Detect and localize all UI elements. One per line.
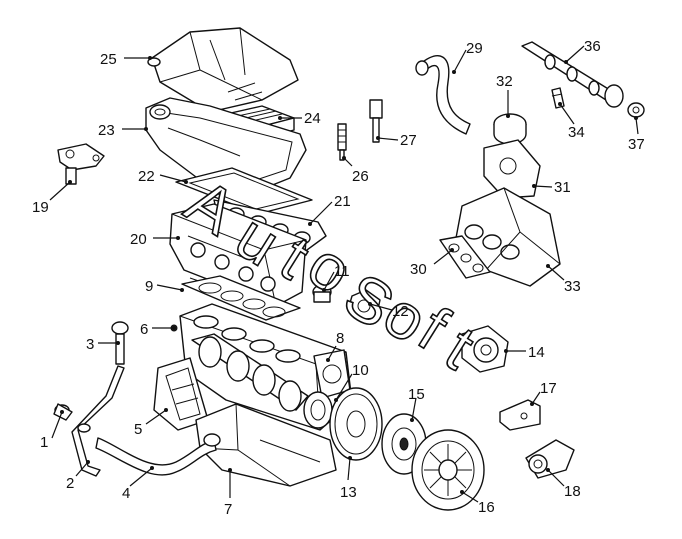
callout-26: 26	[352, 168, 369, 185]
part-cylinder-head[interactable]	[169, 203, 307, 307]
callout-16: 16	[478, 499, 495, 516]
part-side-cover[interactable]	[153, 357, 209, 431]
callout-9: 9	[145, 278, 153, 295]
callout-12: 12	[392, 303, 409, 320]
callout-14: 14	[528, 344, 545, 361]
part-spark-plug[interactable]	[337, 123, 347, 161]
part-oil-sump[interactable]	[195, 403, 337, 487]
part-head-gasket[interactable]	[181, 275, 301, 321]
part-flywheel[interactable]	[329, 387, 383, 461]
callout-20: 20	[130, 231, 147, 248]
callout-13: 13	[340, 484, 357, 501]
callout-6: 6	[140, 321, 148, 338]
part-air-filter-housing[interactable]	[145, 97, 307, 191]
part-outlet-housing[interactable]	[483, 139, 541, 199]
part-oil-pipe[interactable]	[95, 433, 221, 476]
leader-lines	[49, 45, 639, 503]
callout-25: 25	[100, 51, 117, 68]
callout-24: 24	[304, 110, 321, 127]
callout-36: 36	[584, 38, 601, 55]
callout-34: 34	[568, 124, 585, 141]
callout-15: 15	[408, 386, 425, 403]
callout-3: 3	[86, 336, 94, 353]
part-water-pump[interactable]	[461, 325, 509, 373]
callout-30: 30	[410, 261, 427, 278]
part-temp-sensor[interactable]	[369, 99, 383, 143]
part-side-mount[interactable]	[57, 143, 105, 185]
callout-22: 22	[138, 168, 155, 185]
callout-7: 7	[224, 501, 232, 518]
part-crankshaft[interactable]	[191, 333, 309, 412]
part-manifold-gasket[interactable]	[439, 235, 491, 279]
callout-33: 33	[564, 278, 581, 295]
callout-17: 17	[540, 380, 557, 397]
callout-19: 19	[32, 199, 49, 216]
callout-23: 23	[98, 122, 115, 139]
callout-27: 27	[400, 132, 417, 149]
part-fuel-rail[interactable]	[521, 41, 624, 108]
part-crank-sensor[interactable]	[312, 284, 332, 303]
part-engine-cover[interactable]	[147, 27, 299, 113]
part-pressure-regulator[interactable]	[627, 102, 645, 118]
part-coolant-hose[interactable]	[415, 55, 471, 135]
callout-10: 10	[352, 362, 369, 379]
callout-37: 37	[628, 136, 645, 153]
callout-29: 29	[466, 40, 483, 57]
part-thermostat-cap[interactable]	[493, 113, 527, 145]
callout-4: 4	[122, 485, 130, 502]
part-mount-bracket[interactable]	[499, 399, 541, 431]
callout-21: 21	[334, 193, 351, 210]
callout-32: 32	[496, 73, 513, 90]
callout-31: 31	[554, 179, 571, 196]
callout-1: 1	[40, 434, 48, 451]
part-engine-mount[interactable]	[525, 439, 575, 479]
part-dipstick-tube[interactable]	[53, 365, 125, 477]
callout-2: 2	[66, 475, 74, 492]
part-pressure-plate[interactable]	[411, 429, 485, 511]
part-dipstick[interactable]	[111, 321, 129, 365]
callout-11: 11	[334, 263, 350, 280]
callout-8: 8	[336, 330, 344, 347]
callout-18: 18	[564, 483, 581, 500]
part-rear-oil-seal[interactable]	[303, 391, 333, 429]
part-injector[interactable]	[551, 87, 565, 109]
callout-labels: 1 2 3 4 5 6 7 8 9 10 11 12 13 14 15 16 1…	[32, 38, 645, 518]
callout-5: 5	[134, 421, 142, 438]
